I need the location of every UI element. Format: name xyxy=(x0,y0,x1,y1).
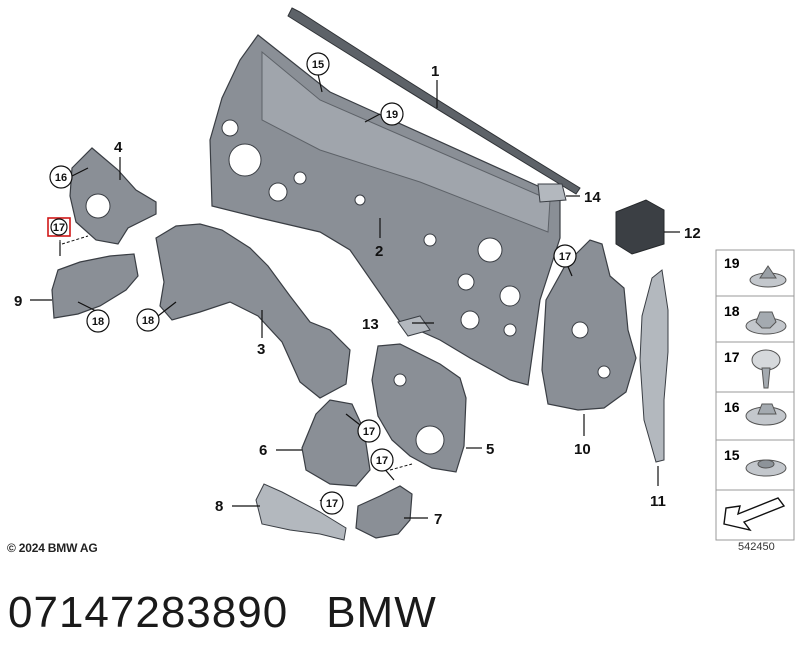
part-9-bracket xyxy=(51,253,139,319)
legend-17: 17 xyxy=(724,349,781,389)
callout-8: 8 xyxy=(215,498,223,515)
svg-text:18: 18 xyxy=(142,315,154,327)
svg-text:19: 19 xyxy=(386,109,398,121)
svg-text:17: 17 xyxy=(724,349,740,365)
part-8-pad xyxy=(255,483,347,541)
arrow-icon xyxy=(723,497,786,532)
callout-7: 7 xyxy=(434,511,442,528)
legend-16: 16 xyxy=(724,399,787,426)
callout-9: 9 xyxy=(14,293,22,310)
part-2-bulkhead xyxy=(209,34,561,386)
part-number: 07147283890 xyxy=(8,588,289,637)
callout-10: 10 xyxy=(574,441,591,458)
part-10-insulation-right xyxy=(541,239,637,411)
circled-callout-15: 15 xyxy=(306,52,330,76)
callout-2: 2 xyxy=(375,243,383,260)
legend-19: 19 xyxy=(724,255,787,288)
circled-callout-17-part6: 17 xyxy=(357,419,381,443)
svg-text:16: 16 xyxy=(724,399,740,415)
svg-text:15: 15 xyxy=(312,59,324,71)
callout-6: 6 xyxy=(259,442,267,459)
callout-12: 12 xyxy=(684,225,701,242)
part-11-strip xyxy=(639,269,669,463)
svg-text:17: 17 xyxy=(363,426,375,438)
fastener-legend: 19 18 17 16 15 xyxy=(715,249,795,541)
svg-text:17: 17 xyxy=(559,251,571,263)
part-12-foam-block xyxy=(615,199,665,255)
legend-18: 18 xyxy=(724,303,787,335)
part-5-insulation-lower xyxy=(371,343,467,473)
parts-diagram: 1 2 3 4 5 6 7 8 9 10 11 12 13 14 15 19 1… xyxy=(14,7,795,541)
svg-text:18: 18 xyxy=(92,316,104,328)
footer-caption: 07147283890 BMW xyxy=(8,588,437,638)
part-6-pad xyxy=(301,399,371,487)
circled-callout-17-highlighted: 17 xyxy=(47,217,89,246)
svg-text:19: 19 xyxy=(724,255,740,271)
circled-callout-17-part10: 17 xyxy=(553,244,577,268)
circled-callout-19: 19 xyxy=(380,102,404,126)
callout-5: 5 xyxy=(486,441,494,458)
part-4-insulation-left xyxy=(69,147,157,245)
callout-1: 1 xyxy=(431,63,439,80)
circled-callout-17-part8: 17 xyxy=(320,491,344,515)
part-7-bracket xyxy=(355,485,413,539)
svg-text:16: 16 xyxy=(55,172,67,184)
svg-text:17: 17 xyxy=(376,455,388,467)
svg-text:17: 17 xyxy=(53,222,65,234)
legend-15: 15 xyxy=(724,447,787,477)
svg-text:18: 18 xyxy=(724,303,740,319)
circled-callout-18-center: 18 xyxy=(136,308,160,332)
brand-name: BMW xyxy=(326,588,437,637)
callout-3: 3 xyxy=(257,341,265,358)
circled-callout-17-part5: 17 xyxy=(370,448,413,472)
circled-callout-16: 16 xyxy=(49,165,73,189)
callout-14: 14 xyxy=(584,189,601,206)
callout-4: 4 xyxy=(114,139,123,156)
diagram-id: 542450 xyxy=(738,541,775,553)
copyright-text: © 2024 BMW AG xyxy=(7,541,98,555)
part-13-pad xyxy=(397,315,431,337)
part-14-clip xyxy=(537,183,567,203)
part-3-insulation-center xyxy=(155,223,351,399)
part-1-seal-strip xyxy=(287,7,581,195)
svg-text:15: 15 xyxy=(724,447,740,463)
callout-11: 11 xyxy=(650,493,666,510)
circled-callout-18-left: 18 xyxy=(86,309,110,333)
callout-13: 13 xyxy=(362,316,379,333)
svg-text:17: 17 xyxy=(326,498,338,510)
